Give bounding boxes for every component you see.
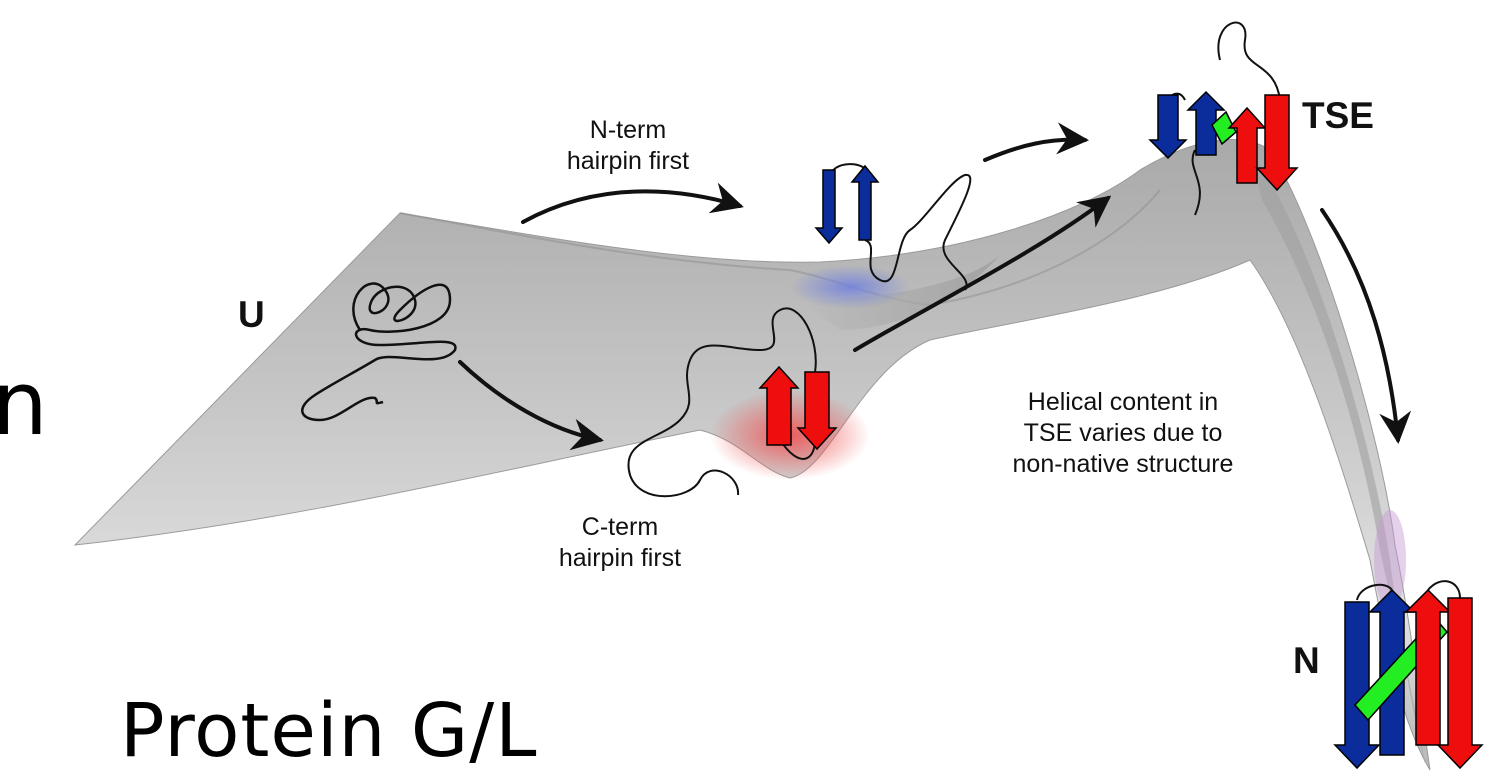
- state-label-tse: TSE: [1302, 95, 1374, 137]
- side-character: n: [0, 352, 48, 455]
- blue-region: [790, 265, 910, 309]
- state-label-native: N: [1293, 640, 1320, 682]
- helical-content-annotation: Helical content in TSE varies due to non…: [978, 387, 1268, 480]
- helical-annotation-line1: Helical content in: [978, 387, 1268, 418]
- nterm-annotation-line2: hairpin first: [528, 146, 728, 177]
- cterm-annotation: C-term hairpin first: [520, 512, 720, 574]
- helical-annotation-line2: TSE varies due to: [978, 418, 1268, 449]
- native-structure-icon: [1335, 581, 1482, 768]
- state-label-unfolded: U: [238, 294, 265, 336]
- figure-title: Protein G/L: [120, 688, 537, 774]
- nterm-annotation-line1: N-term: [528, 115, 728, 146]
- cterm-annotation-line2: hairpin first: [520, 543, 720, 574]
- arrow-u-to-nterm: [523, 191, 740, 222]
- arrow-nterm-to-tse: [985, 140, 1085, 160]
- nterm-annotation: N-term hairpin first: [528, 115, 728, 177]
- cterm-annotation-line1: C-term: [520, 512, 720, 543]
- helical-annotation-line3: non-native structure: [978, 449, 1268, 480]
